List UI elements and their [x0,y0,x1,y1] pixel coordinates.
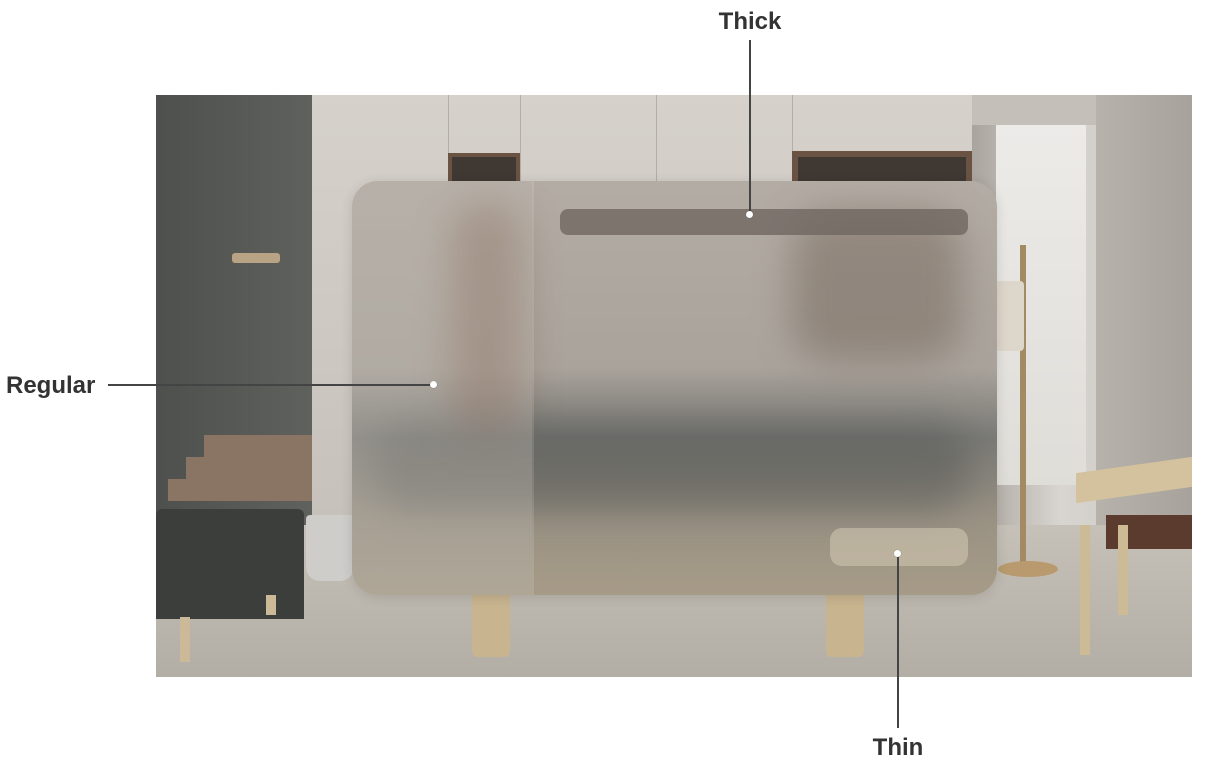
stair-step [204,435,312,457]
regular-leader-line [108,384,434,386]
table-leg [472,595,510,657]
thin-material-button[interactable] [830,528,968,566]
sidebar-panel [352,181,532,595]
thin-label: Thin [872,734,924,761]
sidebar-divider [532,181,534,595]
thin-leader-line [897,554,899,728]
sofa [156,509,304,619]
regular-label: Regular [6,372,96,399]
table-leg [826,595,864,657]
regular-glass-window [352,181,997,595]
stair-step [186,457,312,479]
sofa-leg [180,617,190,662]
coat-hooks [232,253,280,263]
blur-shape [452,201,522,441]
basket [306,515,354,581]
lamp-base [998,561,1058,577]
lamp-shade [994,281,1024,351]
blur-shape [792,211,962,361]
chair-leg [1118,525,1128,615]
thick-leader-line [749,40,751,214]
blur-shape [372,421,972,511]
right-wall [1096,95,1192,525]
floor-lamp [1020,245,1026,575]
stair-step [168,479,312,501]
sofa-leg [266,595,276,615]
regular-marker-dot [430,381,437,388]
thick-marker-dot [746,211,753,218]
thick-label: Thick [718,8,782,35]
thin-marker-dot [894,550,901,557]
thick-material-bar [560,209,968,235]
chair-leg [1080,525,1090,655]
